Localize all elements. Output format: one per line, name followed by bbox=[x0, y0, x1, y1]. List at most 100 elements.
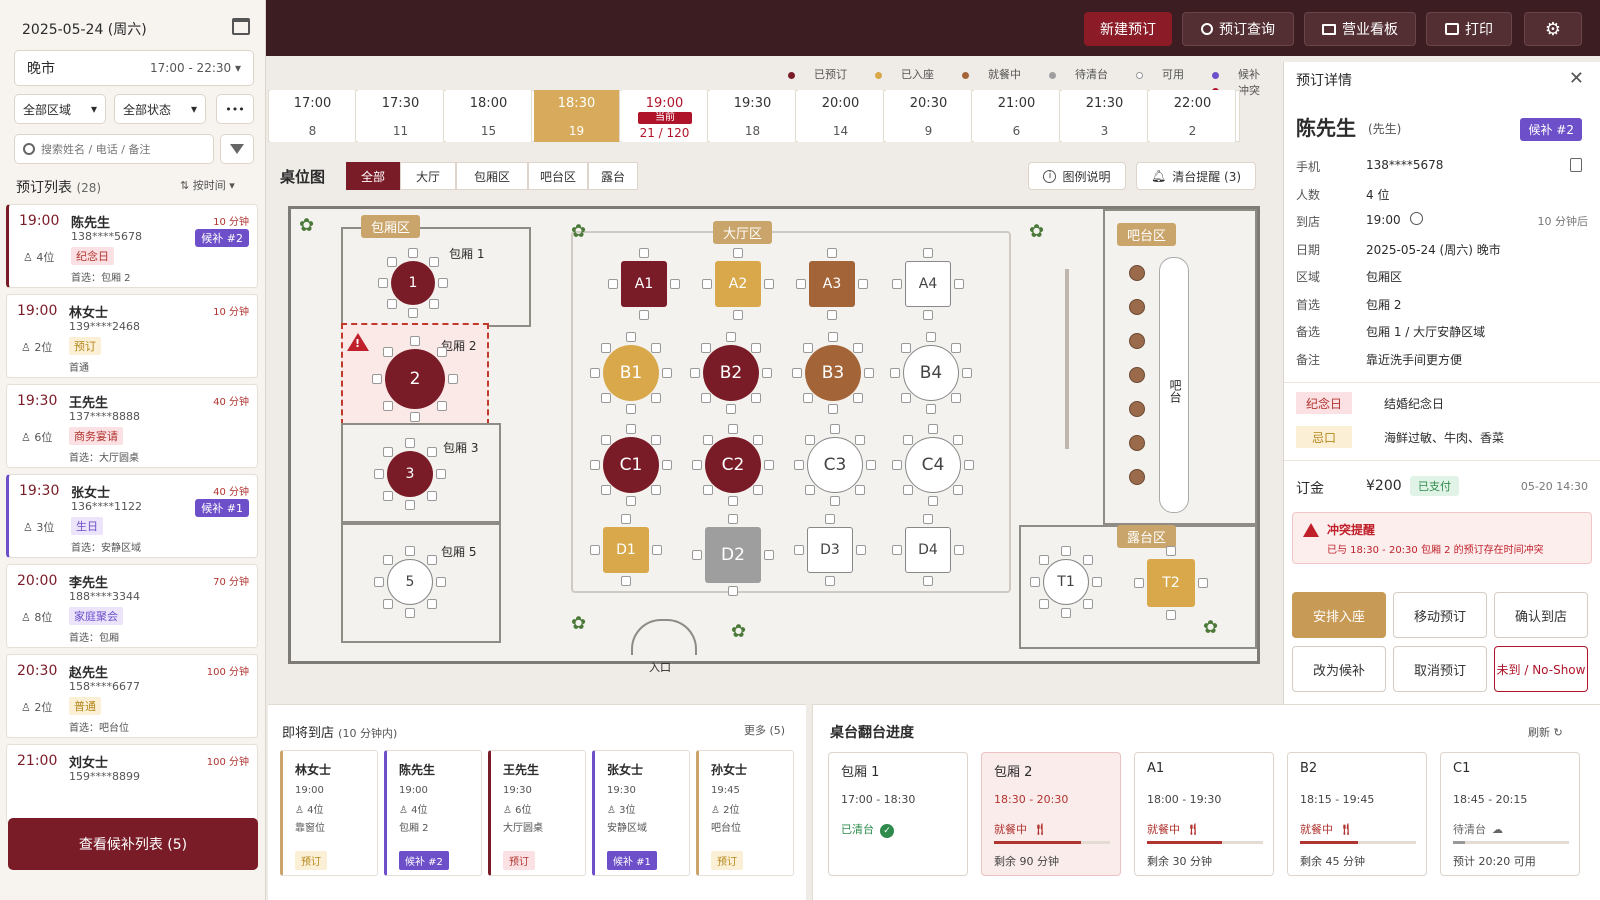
waitlist-button[interactable]: 查看候补列表 (5) bbox=[8, 818, 258, 870]
action-button[interactable]: 改为候补 bbox=[1292, 646, 1386, 692]
bar-stool[interactable] bbox=[1129, 299, 1145, 315]
floor-tab[interactable]: 露台 bbox=[588, 162, 638, 190]
calendar-icon[interactable] bbox=[232, 18, 250, 35]
table-b4[interactable]: B4 bbox=[903, 345, 959, 401]
party-size: ♙ 3位 bbox=[607, 801, 636, 816]
table-a1[interactable]: A1 bbox=[621, 261, 667, 307]
reservation-query-button[interactable]: 预订查询 bbox=[1182, 12, 1294, 46]
table-c3[interactable]: C3 bbox=[807, 437, 863, 493]
chair bbox=[700, 393, 711, 404]
table-p1[interactable]: 1 bbox=[391, 261, 435, 305]
action-button[interactable]: 移动预订 bbox=[1393, 592, 1487, 638]
table-p2[interactable]: 2 bbox=[385, 349, 445, 409]
party-size-value: 2位 bbox=[723, 805, 740, 816]
bar-stool[interactable] bbox=[1129, 333, 1145, 349]
table-c2[interactable]: C2 bbox=[705, 437, 761, 493]
table-b1[interactable]: B1 bbox=[603, 345, 659, 401]
search-input[interactable] bbox=[41, 142, 201, 156]
status-filter[interactable]: 全部状态▾ bbox=[114, 94, 206, 124]
table-a2[interactable]: A2 bbox=[715, 261, 761, 307]
table-p5[interactable]: 5 bbox=[387, 559, 433, 605]
table-d1[interactable]: D1 bbox=[603, 527, 649, 573]
table-a4[interactable]: A4 bbox=[905, 261, 951, 307]
floor-tab[interactable]: 包厢区 bbox=[456, 162, 528, 190]
bar-stool[interactable] bbox=[1129, 367, 1145, 383]
table-b3[interactable]: B3 bbox=[805, 345, 861, 401]
chair bbox=[951, 393, 962, 404]
business-board-button[interactable]: 营业看板 bbox=[1304, 12, 1416, 46]
zone-bar: 吧台区 bbox=[1117, 223, 1177, 246]
entrance-label: 入口 bbox=[649, 661, 671, 674]
settings-button[interactable]: ⚙ bbox=[1524, 12, 1582, 46]
table-p3[interactable]: 3 bbox=[387, 451, 433, 497]
table-a3[interactable]: A3 bbox=[809, 261, 855, 307]
action-button[interactable]: 安排入座 bbox=[1292, 592, 1386, 638]
action-button[interactable]: 未到 / No-Show bbox=[1494, 646, 1588, 692]
filter-button[interactable] bbox=[220, 134, 254, 164]
area-filter[interactable]: 全部区域▾ bbox=[14, 94, 106, 124]
reservation-time: 19:30 bbox=[19, 483, 60, 499]
chair bbox=[728, 424, 738, 434]
shift-select[interactable]: 晚市 17:00 - 22:30 ▾ bbox=[14, 50, 254, 86]
floor-tab[interactable]: 大厅 bbox=[400, 162, 456, 190]
floor-tab[interactable]: 全部 bbox=[346, 162, 400, 190]
floor-tab[interactable]: 吧台区 bbox=[528, 162, 588, 190]
action-button[interactable]: 确认到店 bbox=[1494, 592, 1588, 638]
chair bbox=[923, 514, 933, 524]
more-options-button[interactable]: ••• bbox=[216, 94, 254, 124]
table-d4[interactable]: D4 bbox=[905, 527, 951, 573]
copy-icon[interactable] bbox=[1570, 158, 1582, 172]
clean-reminder-button[interactable]: 🔔︎ 清台提醒 (3) bbox=[1136, 162, 1256, 190]
print-button[interactable]: 打印 bbox=[1426, 12, 1512, 46]
table-c4[interactable]: C4 bbox=[905, 437, 961, 493]
chair bbox=[855, 485, 866, 496]
action-button[interactable]: 取消预订 bbox=[1393, 646, 1487, 692]
table-b2[interactable]: B2 bbox=[703, 345, 759, 401]
bar-stool[interactable] bbox=[1129, 469, 1145, 485]
legend-dot bbox=[1049, 71, 1056, 79]
preference: 首选：包厢 bbox=[69, 633, 119, 644]
bar-stool[interactable] bbox=[1129, 265, 1145, 281]
sort-button[interactable]: ⇅ 按时间 ▾ bbox=[180, 177, 235, 193]
table-d3[interactable]: D3 bbox=[807, 527, 853, 573]
table-t1[interactable]: T1 bbox=[1043, 559, 1089, 605]
new-reservation-button[interactable]: 新建预订 bbox=[1084, 12, 1172, 46]
table-t2[interactable]: T2 bbox=[1147, 559, 1195, 607]
refresh-button[interactable]: 刷新 ↻ bbox=[1528, 724, 1563, 740]
bar-stool[interactable] bbox=[1129, 401, 1145, 417]
bar-stool[interactable] bbox=[1129, 435, 1145, 451]
close-icon[interactable]: ✕ bbox=[1568, 68, 1584, 89]
arriving-more-link[interactable]: 更多 (5) bbox=[744, 724, 786, 737]
table-d2[interactable]: D2 bbox=[705, 527, 761, 583]
legend-info-button[interactable]: i 图例说明 bbox=[1028, 162, 1126, 190]
table-c1[interactable]: C1 bbox=[603, 437, 659, 493]
